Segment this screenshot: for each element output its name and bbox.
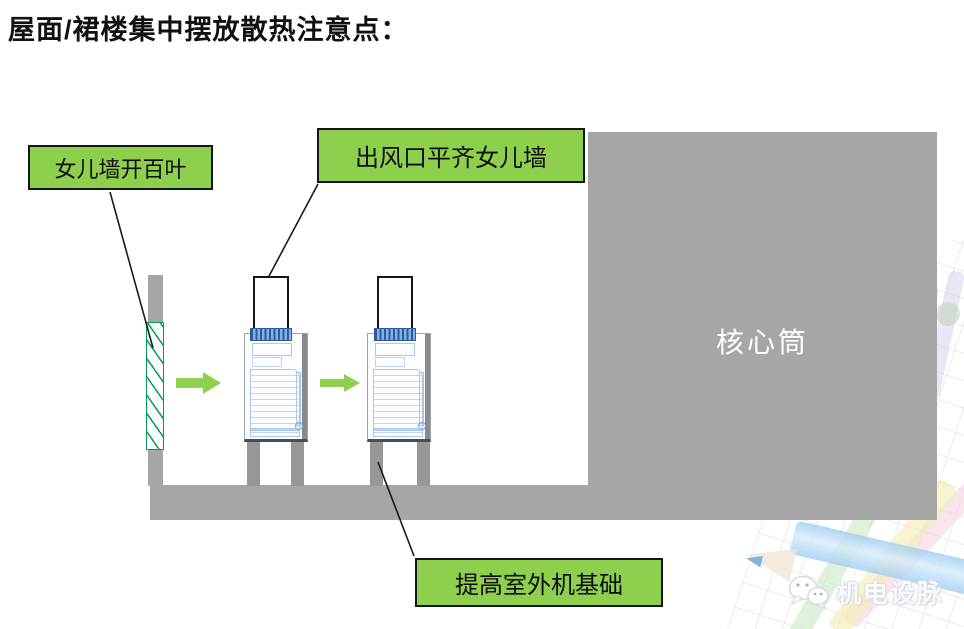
label-parapet-louver-text: 女儿墙开百叶 [54, 156, 187, 182]
airflow-arrow-1 [176, 372, 221, 394]
parapet-louver [146, 322, 164, 450]
parapet-wall-upper [148, 275, 163, 324]
leader-line-outlet [267, 183, 319, 279]
unit-1-foundation-leg-right [291, 442, 304, 486]
page-title: 屋面/裙楼集中摆放散热注意点： [8, 15, 409, 45]
outdoor-unit-1-fan-grille [250, 328, 292, 341]
outdoor-unit-2 [367, 333, 431, 442]
outdoor-unit-2-duct [377, 276, 413, 333]
unit-side-rail [296, 372, 301, 426]
unit-top-panel [375, 343, 415, 356]
label-raise-foundation-text: 提高室外机基础 [455, 572, 623, 599]
outdoor-unit-2-fan-grille [374, 328, 416, 341]
label-outlet-flush-parapet: 出风口平齐女儿墙 [317, 128, 585, 183]
unit-fin-coil [373, 369, 423, 431]
unit-fin-coil [250, 369, 300, 431]
core-tube-label: 核心筒 [715, 327, 809, 358]
airflow-arrow-2 [320, 374, 360, 392]
unit-side-rail [419, 372, 424, 426]
parapet-wall-lower [148, 448, 163, 486]
unit-1-foundation-leg-left [247, 442, 260, 486]
brand-watermark: 机电设脉 [788, 574, 944, 610]
outdoor-unit-1 [244, 333, 308, 442]
unit-2-foundation-leg-left [370, 442, 383, 486]
label-outlet-flush-parapet-text: 出风口平齐女儿墙 [355, 145, 547, 172]
brand-watermark-text: 机电设脉 [836, 580, 945, 608]
blue-pencil-point [745, 552, 763, 567]
outdoor-unit-1-duct [253, 276, 289, 333]
unit-base-rail [250, 428, 300, 437]
unit-2-foundation-leg-right [417, 442, 430, 486]
label-parapet-louver: 女儿墙开百叶 [28, 145, 213, 190]
unit-top-panel-small [252, 357, 282, 367]
label-raise-foundation: 提高室外机基础 [415, 558, 663, 607]
core-tube: 核心筒 [588, 132, 937, 520]
unit-top-panel [252, 343, 292, 356]
unit-shadow-edge [425, 334, 430, 439]
unit-shadow-edge [302, 334, 307, 439]
floor-slab [150, 485, 588, 520]
unit-base-rail [373, 428, 423, 437]
unit-top-panel-small [375, 357, 405, 367]
wechat-icon [788, 575, 829, 610]
sage-dot [936, 302, 960, 326]
